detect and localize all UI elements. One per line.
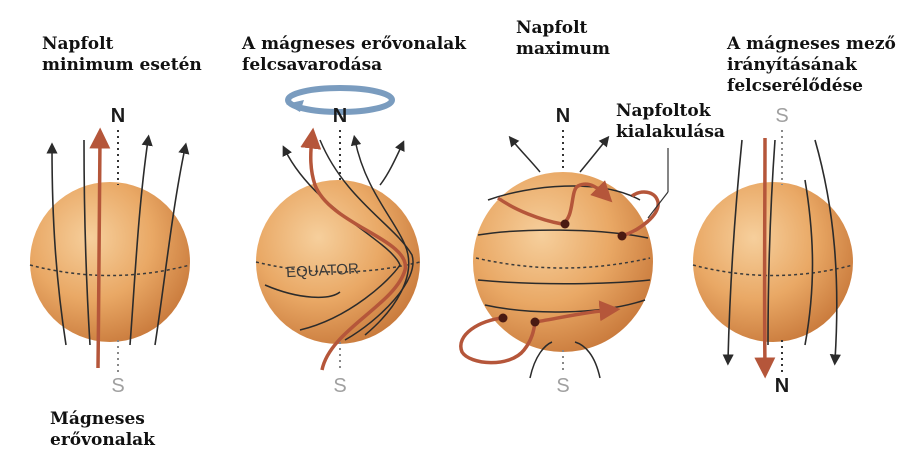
stage2-twist-arrow [285,85,395,115]
stage3-field-line [484,299,646,313]
stage3-field-line [477,279,651,285]
stage3-field-line [508,135,541,173]
stage3-south-pole-label: S [556,375,569,397]
stage2-twist-arrow-head [286,100,304,112]
stage3-sunspots-label: Napfoltok kialakulása [616,101,725,142]
stage4-field-line [814,139,841,366]
stage3-flux-tube [534,300,621,324]
stage1-field-line [129,134,153,346]
stage3-title: Napfolt maximum [516,18,610,59]
stage3-flux-tube [496,180,613,226]
stage1-flux-tube [89,127,111,369]
stage2-sun-group: EQUATOR [255,85,421,372]
stage3-field-line [579,135,610,173]
stage2-equator [255,261,421,273]
stage3-sunspot [560,219,570,229]
stage3-sunspot [617,231,627,241]
stage3-pointer-line [647,191,669,219]
stage1-title: Napfolt minimum esetén [42,34,202,75]
stage4-title: A mágneses mező irányításának felcserélő… [727,34,896,96]
stage3-sun-group [459,130,669,379]
stage3-flux-tube [621,190,660,238]
stage4-sun-group [692,130,854,379]
stage3-north-pole-label: N [556,105,570,127]
stage4-sun [693,182,853,342]
stage2-north-pole-label: N [333,105,347,127]
field-lines-label: Mágneses erővonalak [50,409,155,450]
stage3-sunspot [498,313,508,323]
stage1-field-line [83,139,91,346]
stage1-north-pole-label: N [111,105,125,127]
stage2-flux-tube [300,127,407,371]
stage2-field-line [264,284,341,299]
stage2-equator-label: EQUATOR [286,260,360,281]
stage4-bottom-pole-label: N [775,375,789,397]
stage4-top-pole-label: S [775,105,788,127]
stage2-title: A mágneses erővonalak felcsavarodása [242,34,467,75]
stage4-field-line [767,139,776,346]
stage2-field-line [319,139,414,341]
stage2-field-line [350,134,410,336]
stage4-field-line [804,179,814,346]
stage2-south-pole-label: S [333,375,346,397]
stage1-equator [29,264,191,277]
stage1-sun [30,182,190,342]
stage3-field-line [574,341,601,379]
stage1-south-pole-label: S [111,375,124,397]
stage4-equator [692,264,854,277]
stage3-field-line [529,341,553,379]
stage1-sun-group [29,127,191,372]
stage1-field-line [154,142,190,346]
stage3-sunspot [530,317,540,327]
stage3-field-line [487,185,641,201]
stage2-field-line [379,140,405,186]
stage4-field-line [722,139,743,366]
stage1-field-line [46,142,67,346]
stage3-flux-tube [459,316,537,365]
